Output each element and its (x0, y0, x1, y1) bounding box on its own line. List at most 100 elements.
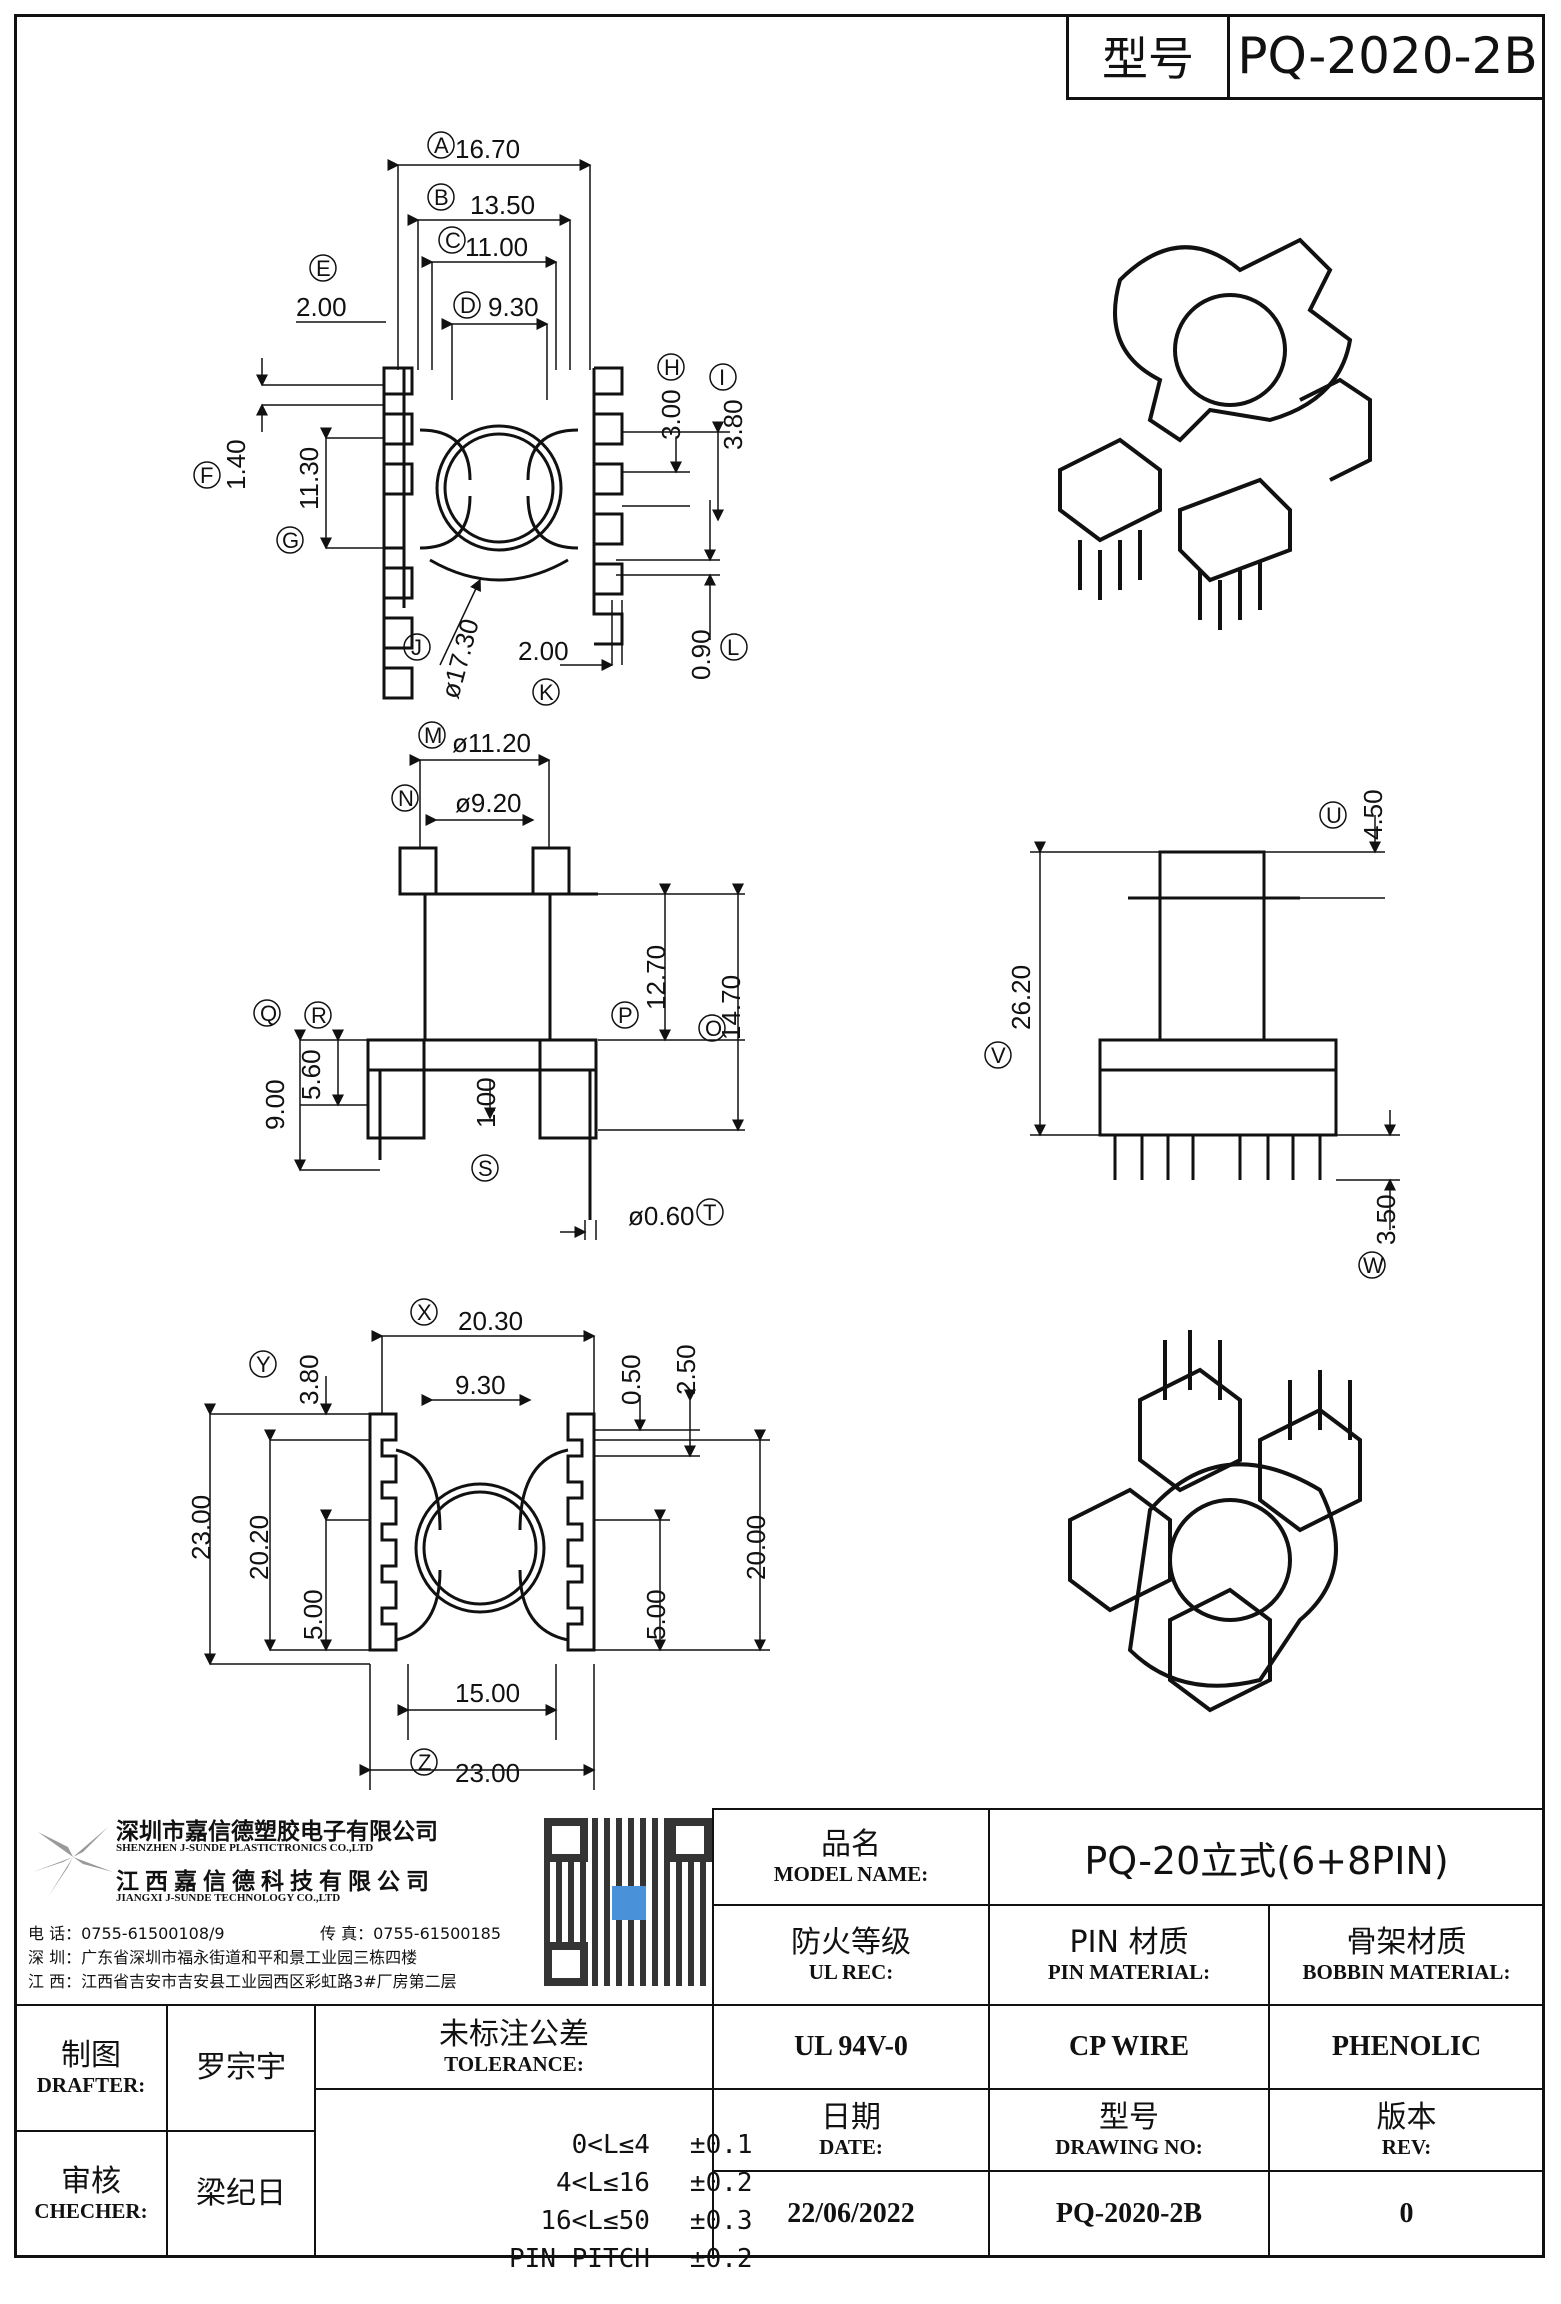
dim-I: 3.80 (718, 399, 748, 450)
ul-cell: 防火等级 UL REC: (712, 1904, 990, 2006)
dim-E: 2.00 (296, 292, 347, 322)
svg-text:C: C (445, 228, 461, 253)
model-label: 型号 (1069, 14, 1230, 97)
top-view-labels: 16.70 13.50 11.00 9.30 2.00 1.40 11.30 3… (221, 134, 748, 702)
rev-label: 版本 (1376, 2100, 1437, 2136)
svg-text:N: N (398, 786, 414, 811)
svg-text:Q: Q (260, 1001, 277, 1026)
dim-V: 26.20 (1006, 965, 1036, 1030)
bottom-view-labels: 20.30 3.80 9.30 0.50 2.50 23.00 20.20 5.… (186, 1306, 771, 1788)
ul-label-en: UL REC: (808, 1959, 894, 1984)
product-name-label-en: MODEL NAME: (773, 1861, 929, 1886)
svg-text:E: E (316, 256, 331, 281)
tolerance-row: 0<L≤4±0.1 (571, 2130, 753, 2160)
rev-value: 0 (1399, 2198, 1414, 2229)
svg-text:V: V (991, 1043, 1006, 1068)
front-view-labels: ø11.20 ø9.20 12.70 14.70 9.00 5.60 1.00 … (260, 728, 746, 1231)
svg-text:G: G (282, 528, 299, 553)
dim-O: 14.70 (716, 975, 746, 1040)
company-logo-icon (33, 1827, 113, 1897)
dim-A: 16.70 (455, 134, 520, 164)
dim-5-00-right: 5.00 (641, 1589, 671, 1640)
iso-view-bottom (1068, 1330, 1362, 1713)
company-addr-jx: 江 西：江西省吉安市吉安县工业园西区彩虹路3#厂房第二层 (28, 1972, 457, 1991)
front-view-dims (294, 754, 745, 1240)
dim-P: 12.70 (641, 945, 671, 1010)
tolerance-row: 16<L≤50±0.3 (540, 2206, 753, 2236)
company-name-sz: 深圳市嘉信德塑胶电子有限公司 (116, 1819, 438, 1845)
company-name-sz-en: SHENZHEN J-SUNDE PLASTICTRONICS CO.,LTD (116, 1842, 374, 1854)
bobbin-material-value-cell: PHENOLIC (1268, 2004, 1545, 2090)
pin-material-cell: PIN 材质 PIN MATERIAL: (988, 1904, 1270, 2006)
drafter-label-en: DRAFTER: (36, 2072, 146, 2097)
dim-M: ø11.20 (452, 728, 531, 758)
dim-G: 11.30 (294, 447, 324, 510)
drafter-value-cell: 罗宗宇 (166, 2004, 316, 2132)
checker-label-en: CHECHER: (34, 2198, 148, 2223)
ul-label: 防火等级 (791, 1925, 911, 1961)
svg-text:K: K (539, 680, 554, 705)
dim-20-00: 20.00 (741, 1515, 771, 1580)
svg-text:L: L (727, 635, 739, 660)
dim-T: ø0.60 (628, 1201, 695, 1231)
svg-text:M: M (424, 723, 442, 748)
technical-drawing: 16.70 13.50 11.00 9.30 2.00 1.40 11.30 3… (186, 131, 1401, 1790)
svg-text:D: D (460, 293, 476, 318)
product-name-cell: 品名 MODEL NAME: (712, 1808, 990, 1906)
svg-text:B: B (434, 185, 449, 210)
bobbin-material-label-en: BOBBIN MATERIAL: (1302, 1959, 1511, 1984)
dim-23-00-v: 23.00 (186, 1495, 216, 1560)
checker-cell: 审核 CHECHER: (14, 2130, 168, 2258)
checker-label: 审核 (61, 2164, 121, 2200)
ul-value: UL 94V-0 (794, 2031, 908, 2062)
ul-value-cell: UL 94V-0 (712, 2004, 990, 2090)
side-view-tags: U V W (984, 801, 1386, 1279)
company-fax: 传 真：0755-61500185 (320, 1924, 502, 1943)
front-view (366, 846, 598, 1220)
svg-text:H: H (664, 355, 680, 380)
checker-value-cell: 梁纪日 (166, 2130, 316, 2258)
top-view-dims (256, 159, 730, 671)
bobbin-material-label: 骨架材质 (1346, 1925, 1467, 1961)
svg-text:R: R (311, 1003, 327, 1028)
svg-text:A: A (434, 133, 449, 158)
dim-R: 5.60 (296, 1049, 326, 1100)
dim-H: 3.00 (656, 389, 686, 440)
pin-material-label: PIN 材质 (1069, 1925, 1189, 1961)
dim-15-00: 15.00 (455, 1678, 520, 1708)
dim-F: 1.40 (221, 439, 251, 490)
date-cell: 日期 DATE: (712, 2088, 990, 2172)
svg-text:W: W (1363, 1253, 1384, 1278)
dim-K: 2.00 (518, 636, 569, 666)
dim-Y: 3.80 (294, 1354, 324, 1405)
bottom-view-dims (204, 1330, 770, 1790)
company-info: 深圳市嘉信德塑胶电子有限公司 SHENZHEN J-SUNDE PLASTICT… (20, 1808, 720, 2004)
dim-20-20: 20.20 (244, 1515, 274, 1580)
dim-X: 20.30 (458, 1306, 523, 1336)
drafter-label: 制图 (61, 2038, 121, 2074)
drafter-cell: 制图 DRAFTER: (14, 2004, 168, 2132)
drafter-value: 罗宗宇 (196, 2049, 286, 2085)
date-value-cell: 22/06/2022 (712, 2170, 990, 2258)
pin-material-value: CP WIRE (1068, 2031, 1190, 2062)
company-name-jx-en: JIANGXI J-SUNDE TECHNOLOGY CO.,LTD (116, 1892, 341, 1904)
qr-code (544, 1818, 712, 1986)
dim-Q: 9.00 (260, 1079, 290, 1130)
dim-5-00-left: 5.00 (298, 1589, 328, 1640)
pin-material-label-en: PIN MATERIAL: (1047, 1959, 1211, 1984)
company-addr-sz: 深 圳：广东省深圳市福永街道和平和景工业园三栋四楼 (28, 1948, 418, 1967)
company-name-jx: 江西嘉信德科技有限公司 (116, 1869, 435, 1895)
date-value: 22/06/2022 (787, 2198, 915, 2229)
drawing-no-label-en: DRAWING NO: (1055, 2134, 1203, 2159)
model-header: 型号 PQ-2020-2B (1066, 14, 1545, 100)
tolerance-table-cell: 0<L≤4±0.1 4<L≤16±0.2 16<L≤50±0.3 PIN PIT… (314, 2088, 753, 2274)
dim-D: 9.30 (488, 292, 539, 322)
checker-value: 梁纪日 (196, 2175, 286, 2211)
drawing-no-value-cell: PQ-2020-2B (988, 2170, 1270, 2258)
date-label-en: DATE: (819, 2134, 883, 2159)
front-view-tags: M N O P Q R S T (253, 721, 726, 1226)
svg-text:O: O (705, 1016, 722, 1041)
svg-text:Z: Z (418, 1750, 431, 1775)
svg-text:J: J (411, 635, 422, 660)
dim-S: 1.00 (471, 1077, 501, 1128)
